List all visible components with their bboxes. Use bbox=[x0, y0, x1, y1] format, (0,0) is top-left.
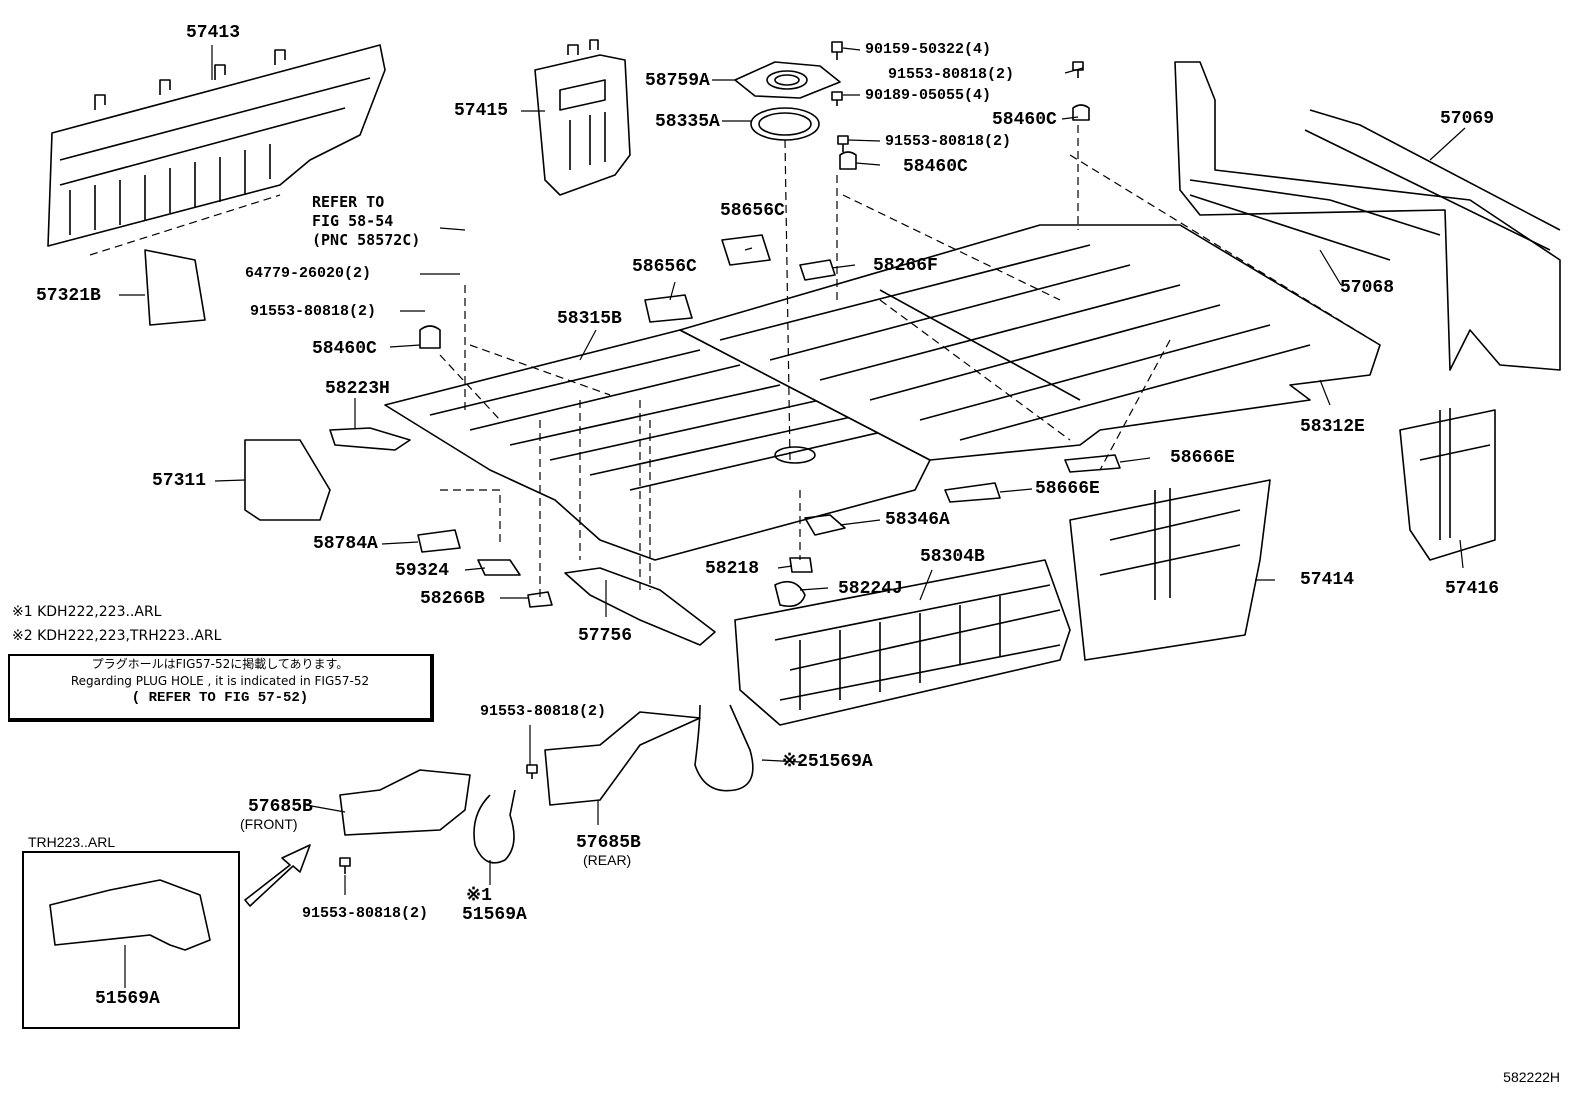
part-58656c-b bbox=[644, 294, 693, 323]
label-91553-80818-e: 91553-80818(2) bbox=[302, 905, 429, 922]
refer-line1: REFER TO bbox=[312, 193, 385, 211]
part-58304b-rocker bbox=[734, 559, 1071, 726]
part-58460c-left bbox=[419, 325, 441, 349]
part-51569a-strap-2 bbox=[694, 704, 754, 792]
part-57311 bbox=[244, 439, 331, 521]
label-91553-80818-d: 91553-80818(2) bbox=[480, 703, 607, 720]
part-57415-bracket bbox=[534, 39, 631, 196]
part-57414-panel bbox=[1069, 479, 1271, 661]
mark-2: ※2 bbox=[782, 752, 808, 772]
part-59324 bbox=[477, 559, 521, 576]
label-front: (FRONT) bbox=[240, 816, 298, 832]
label-58335a: 58335A bbox=[655, 112, 720, 132]
refer-line3: (PNC 58572C) bbox=[312, 231, 421, 249]
part-58266b bbox=[527, 591, 553, 608]
part-58666e-a bbox=[1064, 454, 1121, 473]
part-57416-pillar bbox=[1399, 408, 1496, 561]
label-58784a: 58784A bbox=[313, 534, 378, 554]
label-51569a-b: 51569A bbox=[807, 752, 873, 772]
label-91553-80818-c: 91553-80818(2) bbox=[250, 303, 377, 320]
bolts-top bbox=[831, 41, 1090, 170]
part-51569a-strap-1 bbox=[473, 789, 516, 864]
label-57414: 57414 bbox=[1300, 570, 1355, 590]
label-57685b-rear: 57685B bbox=[576, 833, 641, 853]
plug-hole-note-box: プラグホールはFIG57-52に掲載してあります。 Regarding PLUG… bbox=[8, 654, 434, 722]
label-51569a-c: 51569A bbox=[462, 905, 527, 925]
label-58346a: 58346A bbox=[885, 510, 950, 530]
label-59324: 59324 bbox=[395, 561, 450, 581]
label-58666e-a: 58666E bbox=[1170, 448, 1235, 468]
label-58666e-b: 58666E bbox=[1035, 479, 1100, 499]
label-58266b: 58266B bbox=[420, 589, 485, 609]
part-58666e-b bbox=[944, 482, 1001, 503]
label-57069: 57069 bbox=[1440, 109, 1495, 129]
label-90189-05055: 90189-05055(4) bbox=[865, 87, 992, 104]
label-90159-50322: 90159-50322(4) bbox=[865, 41, 992, 58]
plug-note-ref: ( REFER TO FIG 57-52) bbox=[131, 690, 309, 706]
label-mark1: ※1 bbox=[466, 886, 492, 906]
part-58784a bbox=[417, 529, 461, 553]
label-57321b: 57321B bbox=[36, 286, 101, 306]
note-2: ※2 KDH222,223,TRH223..ARL bbox=[12, 628, 222, 644]
label-58304b: 58304B bbox=[920, 547, 985, 567]
label-58656c-b: 58656C bbox=[632, 257, 697, 277]
label-58460c-b: 58460C bbox=[903, 157, 968, 177]
part-57069-frame bbox=[1174, 61, 1561, 371]
part-57321b bbox=[144, 249, 206, 326]
part-58223h bbox=[329, 427, 411, 451]
label-51569a-a: 51569A bbox=[95, 989, 160, 1009]
label-58218: 58218 bbox=[705, 559, 760, 579]
label-57416: 57416 bbox=[1445, 579, 1500, 599]
part-51569a-inset bbox=[49, 879, 211, 951]
part-58218 bbox=[789, 557, 813, 573]
part-58312e-floor-rear bbox=[679, 224, 1381, 461]
label-rear: (REAR) bbox=[583, 852, 632, 868]
plug-note-jp: プラグホールはFIG57-52に掲載してあります。 bbox=[91, 657, 349, 671]
label-58460c-a: 58460C bbox=[992, 110, 1057, 130]
label-58312e: 58312E bbox=[1300, 417, 1365, 437]
part-57685b-rear bbox=[544, 711, 701, 806]
label-91553-80818-a: 91553-80818(2) bbox=[888, 66, 1015, 83]
label-58223h: 58223H bbox=[325, 379, 390, 399]
part-58759a-plate bbox=[734, 61, 841, 99]
part-57685b-front bbox=[339, 769, 471, 836]
refer-note: REFER TO FIG 58-54 (PNC 58572C) bbox=[312, 193, 420, 250]
label-58656c-a: 58656C bbox=[720, 201, 785, 221]
label-58759a: 58759A bbox=[645, 71, 710, 91]
label-58460c-c: 58460C bbox=[312, 339, 377, 359]
label-91553-80818-b: 91553-80818(2) bbox=[885, 133, 1012, 150]
label-64779-26020: 64779-26020(2) bbox=[245, 265, 372, 282]
label-58224j: 58224J bbox=[838, 579, 903, 599]
label-57311: 57311 bbox=[152, 471, 207, 491]
label-57685b-front: 57685B bbox=[248, 797, 313, 817]
note-1: ※1 KDH222,223..ARL bbox=[12, 604, 162, 620]
inset-title: TRH223..ARL bbox=[28, 834, 116, 850]
part-58346a bbox=[804, 514, 846, 536]
inset-box bbox=[22, 851, 240, 1029]
label-57068: 57068 bbox=[1340, 278, 1395, 298]
plug-note-en: Regarding PLUG HOLE , it is indicated in… bbox=[70, 674, 370, 688]
figure-code: 582222H bbox=[1503, 1069, 1560, 1085]
part-58266f bbox=[799, 259, 836, 281]
label-58315b: 58315B bbox=[557, 309, 622, 329]
part-57413-panel bbox=[47, 44, 386, 247]
front-arrow bbox=[244, 844, 311, 907]
part-57756 bbox=[564, 567, 716, 646]
label-57415: 57415 bbox=[454, 101, 509, 121]
label-mark2: ※251569A bbox=[782, 753, 873, 771]
label-57756: 57756 bbox=[578, 626, 633, 646]
refer-line2: FIG 58-54 bbox=[312, 212, 394, 230]
label-57413: 57413 bbox=[186, 23, 241, 43]
label-58266f: 58266F bbox=[873, 256, 938, 276]
part-58224j bbox=[774, 580, 806, 608]
